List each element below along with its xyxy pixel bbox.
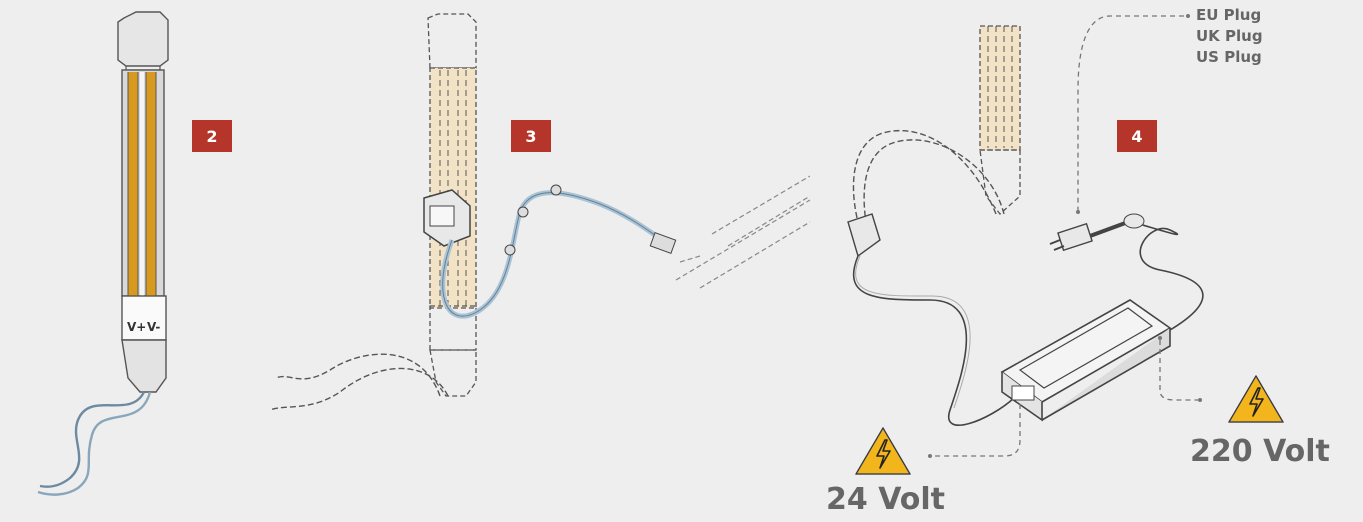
- step-badge-3: 3: [511, 120, 551, 152]
- voltage-label-low: 24 Volt: [826, 482, 945, 517]
- step-badge-2: 2: [192, 120, 232, 152]
- step-badge-4: 4: [1117, 120, 1157, 152]
- plug-option: US Plug: [1196, 47, 1263, 68]
- plug-option: EU Plug: [1196, 5, 1263, 26]
- voltage-label-high: 220 Volt: [1190, 434, 1330, 469]
- plug-icon: [1050, 224, 1092, 250]
- plug-options-list: EU Plug UK Plug US Plug: [1196, 5, 1263, 68]
- strip-label-minus: V-: [147, 320, 160, 334]
- led-strip-profile: V+ V-: [38, 12, 168, 495]
- step-4-illustration: [848, 14, 1203, 458]
- strip-label-plus: V+: [127, 320, 146, 334]
- step-3-illustration: [270, 14, 810, 410]
- warning-triangle-icon: [1229, 376, 1283, 422]
- warning-triangle-icon: [856, 428, 910, 474]
- plug-option: UK Plug: [1196, 26, 1263, 47]
